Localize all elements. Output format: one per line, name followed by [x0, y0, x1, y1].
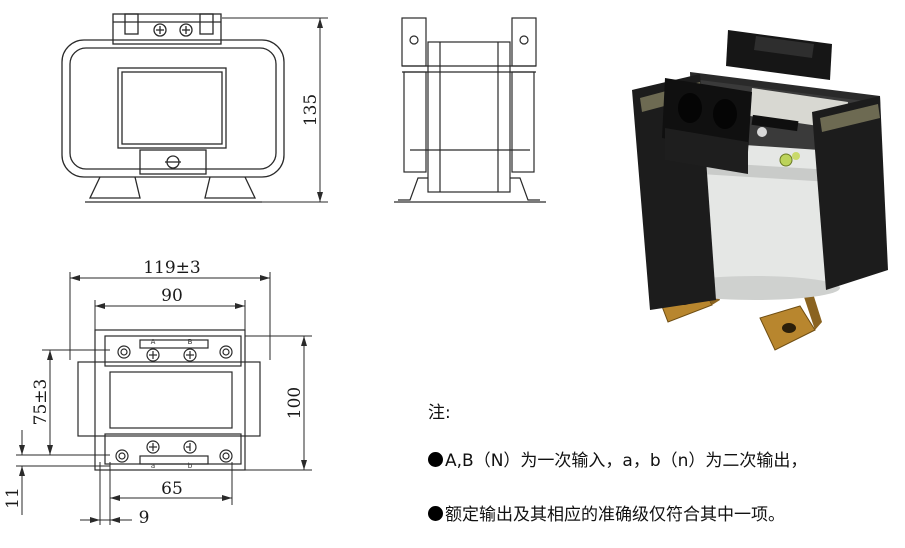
- dim-119-label: 119±3: [143, 258, 201, 278]
- transformer-photo: [632, 30, 888, 351]
- dimension-119: [69, 272, 271, 360]
- dimension-75: [42, 349, 110, 456]
- dim-11-label: 11: [3, 487, 23, 509]
- terminal-A-label: A: [151, 338, 156, 346]
- note-item-1-text: A,B（N）为一次输入，a，b（n）为二次输出，: [445, 451, 808, 471]
- note-item-2-text: 额定输出及其相应的准确级仅符合其中一项。: [445, 505, 785, 525]
- bullet-icon: [428, 452, 443, 467]
- bullet-icon: [428, 506, 443, 521]
- note-item-2: 额定输出及其相应的准确级仅符合其中一项。: [428, 500, 785, 525]
- dim-75-label: 75±3: [31, 379, 51, 426]
- dimension-9: [80, 462, 132, 525]
- dimension-135: [222, 17, 328, 203]
- notes-title: 注:: [428, 403, 451, 423]
- dimension-11: [16, 430, 110, 515]
- side-view: [394, 17, 546, 203]
- terminal-B-label: B: [188, 338, 193, 346]
- dim-65-label: 65: [161, 479, 183, 499]
- top-view: [77, 329, 261, 471]
- dim-9-label: 9: [139, 508, 150, 528]
- dimension-65: [109, 462, 233, 525]
- front-view: [61, 13, 285, 203]
- dim-135-label: 135: [301, 94, 321, 126]
- dim-90-label: 90: [161, 286, 183, 306]
- terminal-a-label: a: [151, 462, 155, 470]
- dimension-100: [245, 335, 312, 471]
- note-item-1: A,B（N）为一次输入，a，b（n）为二次输出，: [428, 446, 807, 471]
- dimension-90: [94, 300, 246, 330]
- dim-100-label: 100: [285, 387, 305, 419]
- terminal-b-label: b: [188, 462, 193, 470]
